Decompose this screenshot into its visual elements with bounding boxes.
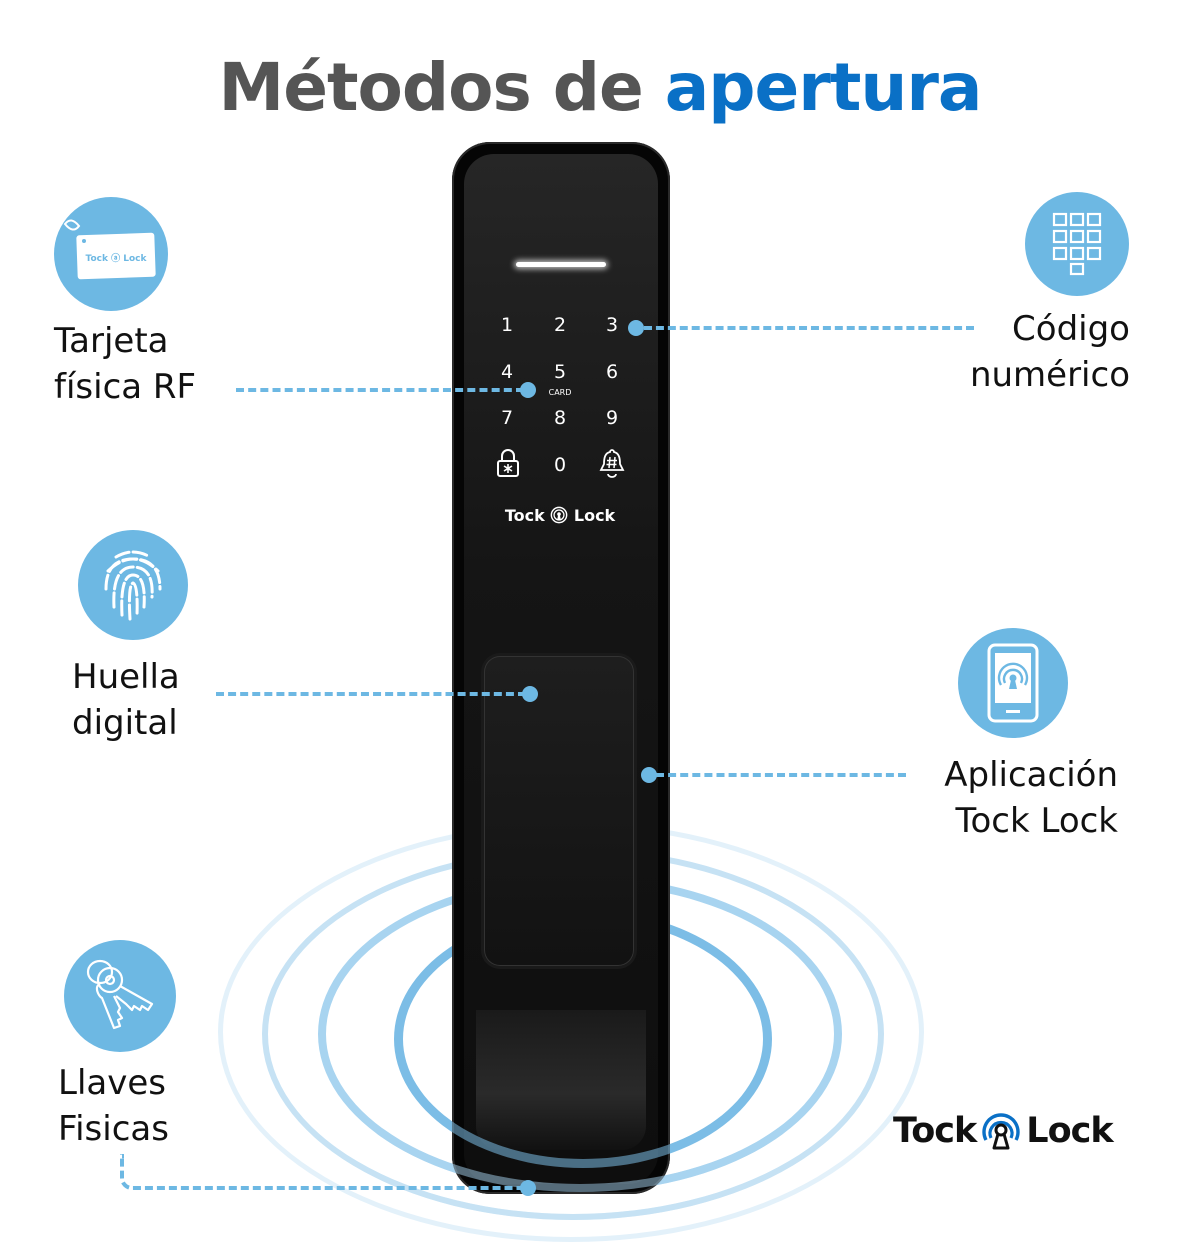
key-3[interactable]: 3 — [605, 314, 619, 336]
rf-card-icon: Tock ⓐ Lock — [54, 197, 168, 311]
key-8[interactable]: 8 — [553, 407, 567, 429]
title-part-2: apertura — [664, 49, 983, 126]
keyhole-signal-logo-icon — [982, 1113, 1020, 1150]
key-hash-bell-icon[interactable] — [598, 448, 626, 483]
rf-card-connector — [236, 388, 524, 392]
title-part-1: Métodos de — [218, 49, 644, 126]
app-label: Aplicación Tock Lock — [944, 752, 1118, 844]
key-star-lock-icon[interactable] — [496, 448, 520, 483]
numeric-code-connector — [644, 326, 974, 330]
key-0[interactable]: 0 — [553, 454, 567, 476]
fingerprint-dot — [522, 686, 538, 702]
numeric-code-label: Código numérico — [970, 306, 1130, 398]
fingerprint-icon — [78, 530, 188, 640]
keys-dot — [520, 1180, 536, 1196]
app-label-line1: Aplicación — [944, 755, 1118, 795]
rf-card-label-line1: Tarjeta — [54, 321, 169, 361]
numeric-code-dot — [628, 320, 644, 336]
status-led — [516, 262, 606, 267]
tock-lock-logo: Tock Lock — [893, 1110, 1114, 1152]
brand-left-text: Tock — [893, 1111, 977, 1151]
key-4[interactable]: 4 — [500, 361, 514, 383]
numeric-code-label-line2: numérico — [969, 355, 1130, 395]
app-dot — [641, 767, 657, 783]
app-label-line2: Tock Lock — [955, 801, 1118, 841]
card-brand-text: Tock ⓐ Lock — [86, 252, 148, 264]
lock-brand-logo: Tock Lock — [500, 506, 620, 525]
fingerprint-label: Huella digital — [72, 654, 180, 746]
fingerprint-connector — [216, 692, 526, 696]
keyhole-signal-icon — [550, 506, 568, 524]
keys-label-line1: Llaves — [58, 1063, 166, 1103]
lock-brand-left: Tock — [504, 506, 545, 525]
app-connector — [656, 773, 906, 777]
key-2[interactable]: 2 — [553, 314, 567, 336]
keys-icon — [64, 940, 176, 1052]
card-reader-label: CARD — [548, 388, 572, 397]
fingerprint-label-line1: Huella — [72, 657, 180, 697]
smartphone-app-icon — [958, 628, 1068, 738]
rf-card-label-line2: física RF — [54, 367, 197, 407]
keys-label-line2: Fisicas — [58, 1109, 169, 1149]
brand-right-text: Lock — [1026, 1111, 1113, 1151]
rf-card-label: Tarjeta física RF — [54, 318, 196, 410]
keys-connector — [120, 1154, 528, 1190]
key-7[interactable]: 7 — [500, 407, 514, 429]
key-5[interactable]: 5 — [553, 361, 567, 383]
key-6[interactable]: 6 — [605, 361, 619, 383]
key-1[interactable]: 1 — [500, 314, 514, 336]
page-title: Métodos de apertura — [0, 48, 1200, 128]
numeric-code-label-line1: Código — [1012, 309, 1130, 349]
keypad-icon — [1025, 192, 1129, 296]
rf-card-dot — [520, 382, 536, 398]
fingerprint-label-line2: digital — [72, 703, 178, 743]
keys-label: Llaves Fisicas — [58, 1060, 169, 1152]
key-9[interactable]: 9 — [605, 407, 619, 429]
lock-brand-right: Lock — [573, 506, 616, 525]
